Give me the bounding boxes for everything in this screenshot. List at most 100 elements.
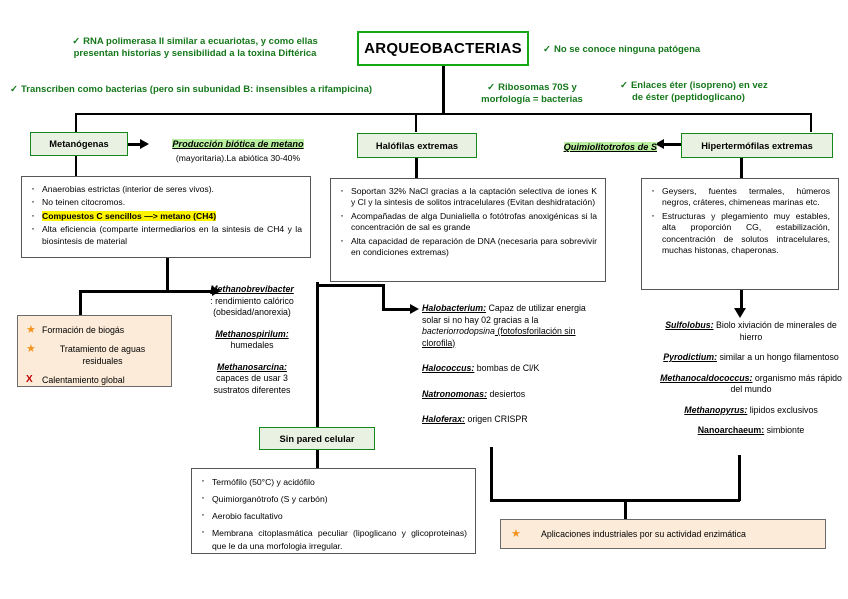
genus-desc-italic: bacteriorrodopsina: [422, 326, 495, 336]
genus-entry: Halococcus: bombas de Cl/K: [422, 363, 607, 375]
cross-icon: X: [26, 374, 33, 385]
category-sin-pared-celular[interactable]: Sin pared celular: [259, 427, 375, 450]
genus-desc: desiertos: [487, 388, 526, 399]
genus-entry: Methanospirilum: humedales: [182, 329, 322, 352]
connector-sinpared-to-bullets: [316, 450, 319, 468]
star-row-label: Formación de biogás: [42, 325, 125, 335]
genus-desc: similar a un hongo filamentoso: [717, 352, 839, 362]
arrow-to-halobacterium: [410, 304, 419, 314]
category-hipertermofilas-label: Hipertermófilas extremas: [701, 140, 813, 151]
connector-quimio-arrow-line: [664, 143, 681, 146]
genus-name: Methanocaldococcus:: [660, 372, 753, 383]
genus-desc: sustratos diferentes: [213, 384, 291, 395]
genus-entry: Sulfolobus: Biolo xiviación de minerales…: [656, 320, 846, 343]
label-produccion-biotica-text: Producción biótica de metano: [172, 139, 304, 149]
genus-entry: Methanopyrus: lipidos exclusivos: [656, 405, 846, 417]
star-row-label: Calentamiento global: [42, 375, 125, 385]
bullet-item: Termófilo (50°C) y acidófilo: [198, 474, 467, 489]
genus-entry: Methanobrevibacter : rendimiento calóric…: [182, 284, 322, 319]
genus-name: Pyrodictium:: [663, 352, 717, 362]
genus-entry: Pyrodictium: similar a un hongo filament…: [656, 352, 846, 364]
page-title-label: ARQUEOBACTERIAS: [364, 40, 522, 57]
bullet-item: Anaerobias estrictas (interior de seres …: [28, 182, 302, 195]
label-produccion-biotica: Producción biótica de metano (mayoritari…: [153, 134, 323, 164]
connector-halofilas-bullets-down: [316, 282, 319, 435]
note-ribosomas: ✓Ribosomas 70S y morfología = bacterias: [481, 82, 583, 105]
connector-hiper-to-bullets: [740, 158, 743, 178]
check-icon: ✓: [620, 80, 628, 91]
connector-title-stem: [442, 66, 445, 114]
genus-name: Methanopyrus:: [684, 404, 748, 415]
connector-star-panel-drop: [79, 290, 82, 315]
connector-metanogenas-tee: [79, 290, 214, 293]
star-icon: ★: [26, 343, 36, 355]
bullet-item: Acompañadas de alga Dunialiella o fotótr…: [337, 209, 597, 234]
connector-halobacterium-drop: [382, 284, 385, 310]
category-metanogenas[interactable]: Metanógenas: [30, 132, 128, 156]
genus-name: Methanospirilum:: [215, 328, 289, 339]
genus-desc: humedales: [230, 340, 274, 350]
connector-hiper-bullets-down: [740, 290, 743, 310]
biogas-star-panel: ★ Formación de biogás ★ Tratamiento de a…: [17, 315, 172, 387]
metanogenas-bullets-panel: Anaerobias estrictas (interior de seres …: [21, 176, 311, 258]
genus-desc: : rendimiento calórico: [210, 295, 294, 306]
sin-pared-bullet-list: Termófilo (50°C) y acidófilo Quimiorganó…: [198, 474, 467, 553]
check-icon: ✓: [72, 36, 81, 47]
connector-aplicaciones-drop: [624, 499, 627, 519]
connector-metanogenas-arrow-line: [128, 143, 142, 146]
genus-entry: Nanoarchaeum: simbionte: [656, 425, 846, 437]
genus-name: Halobacterium:: [422, 303, 487, 313]
note-patogena: ✓No se conoce ninguna patógena: [543, 44, 701, 55]
genus-name: Halococcus:: [422, 363, 475, 373]
connector-halofilas-tee: [316, 284, 384, 287]
bullet-item: Estructuras y plegamiento muy estables, …: [648, 209, 830, 257]
aplicaciones-label: Aplicaciones industriales por su activid…: [541, 529, 746, 539]
check-icon: ✓: [487, 82, 496, 93]
genus-desc: simbionte: [764, 425, 805, 435]
genus-name: Natronomonas:: [422, 388, 488, 399]
genus-desc: organismo más rápido del mundo: [730, 372, 842, 395]
label-quimiolitotrofos: Quimiolitotrofos de S: [515, 137, 657, 155]
bullet-item: No teinen citocromos.: [28, 195, 302, 208]
connector-halofilas-to-bullets: [415, 158, 418, 178]
bullet-item: Membrana citoplasmática peculiar (lipogl…: [198, 525, 467, 553]
check-icon: ✓: [543, 44, 551, 55]
genus-desc-underline: (fotofosforilación sin clorofila): [422, 326, 576, 348]
genus-entry: Haloferax: origen CRISPR: [422, 414, 607, 426]
connector-metanogenas-to-bullets: [75, 156, 77, 176]
genus-name: Methanobrevibacter: [210, 284, 294, 294]
bullet-item: Geysers, fuentes termales, húmeros negro…: [648, 184, 830, 209]
bullet-item: Quimiorganótrofo (S y carbón): [198, 491, 467, 506]
category-hipertermofilas[interactable]: Hipertermófilas extremas: [681, 133, 833, 158]
genus-desc: (obesidad/anorexia): [213, 307, 291, 317]
category-sin-pared-label: Sin pared celular: [279, 433, 355, 444]
genus-desc: capaces de usar 3: [216, 373, 288, 383]
methano-genera-list: Methanobrevibacter : rendimiento calóric…: [182, 284, 322, 396]
genus-name: Haloferax:: [422, 414, 466, 424]
star-icon: ★: [511, 528, 521, 540]
category-halofilas[interactable]: Halófilas extremas: [357, 133, 477, 158]
genus-name: Methanosarcina:: [217, 361, 287, 372]
note-transcriben: ✓Transcriben como bacterias (pero sin su…: [10, 84, 373, 95]
halofilas-bullets-panel: Soportan 32% NaCl gracias a la captación…: [330, 178, 606, 282]
arrow-to-hiper-genera: [734, 308, 746, 318]
metanogenas-bullet-list: Anaerobias estrictas (interior de seres …: [28, 182, 302, 247]
note-rna: ✓RNA polimerasa II similar a ecuariotas,…: [72, 36, 318, 59]
category-halofilas-label: Halófilas extremas: [375, 140, 459, 151]
sin-pared-bullets-panel: Termófilo (50°C) y acidófilo Quimiorganó…: [191, 468, 476, 554]
label-quimiolitotrofos-text: Quimiolitotrofos de S: [563, 142, 657, 152]
genus-desc: lipidos exclusivos: [747, 404, 818, 415]
aplicaciones-star-panel: ★ Aplicaciones industriales por su activ…: [500, 519, 826, 549]
bullet-item: Soportan 32% NaCl gracias a la captación…: [337, 184, 597, 209]
arrow-metanogenas-produccion: [140, 139, 149, 149]
genus-entry: Methanosarcina: capaces de usar 3 sustra…: [182, 362, 322, 397]
arrow-to-methano-genera: [212, 286, 221, 296]
halofilas-bullet-list: Soportan 32% NaCl gracias a la captación…: [337, 184, 597, 258]
check-icon: ✓: [10, 84, 18, 95]
note-enlaces: ✓Enlaces éter (isopreno) en vez de éster…: [620, 80, 768, 103]
star-row: X Calentamiento global: [26, 374, 163, 386]
star-icon: ★: [26, 324, 36, 336]
bullet-item: Alta eficiencia (comparte intermediarios…: [28, 222, 302, 247]
genus-entry: Halobacterium: Capaz de utilizar energia…: [422, 303, 607, 349]
